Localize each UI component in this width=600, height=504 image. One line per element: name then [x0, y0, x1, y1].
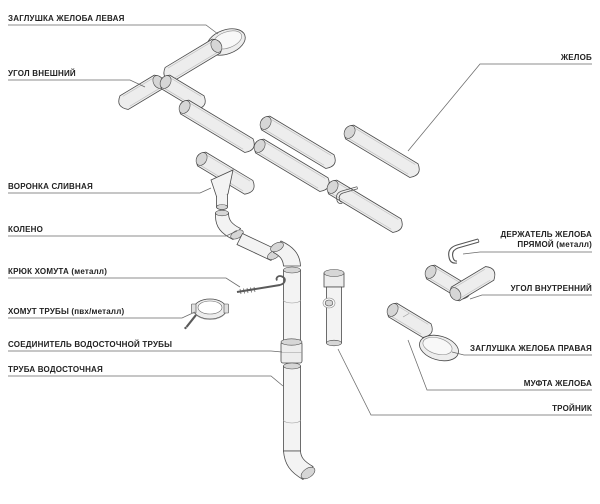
pipe-clamp-part [184, 298, 229, 330]
label-gutter-coupling: МУФТА ЖЕЛОБА [523, 379, 592, 388]
leader-gutter-coupling [407, 339, 592, 391]
label-gutter: ЖЕЛОБ [560, 53, 592, 62]
label-corner-internal: УГОЛ ВНУТРЕННИЙ [510, 284, 592, 293]
gutter-holder-part [448, 238, 480, 264]
leader-end-cap-right [451, 351, 592, 356]
leader-gutter [407, 63, 592, 152]
downpipe-upper-part [283, 266, 301, 341]
leader-lines [8, 24, 592, 416]
label-pipe-connector: СОЕДИНИТЕЛЬ ВОДОСТОЧНОЙ ТРУБЫ [8, 340, 173, 349]
leader-funnel [8, 187, 212, 194]
clamp-hook-part [236, 275, 286, 295]
leader-pipe-connector [8, 350, 283, 353]
corner-internal-part [421, 262, 499, 304]
leader-downpipe [8, 375, 284, 387]
leader-end-cap-left [8, 24, 219, 35]
label-downpipe: ТРУБА ВОДОСТОЧНАЯ [8, 365, 103, 374]
leader-gutter-holder [462, 251, 592, 255]
elbow-lower-part [270, 240, 301, 267]
leader-tee [337, 348, 592, 416]
leader-corner-external [8, 79, 146, 88]
outlet-elbow-part [283, 450, 316, 481]
leader-corner-internal [469, 294, 592, 300]
funnel-part [192, 149, 258, 210]
angled-pipe-part [236, 232, 281, 262]
label-gutter-end-cap-right: ЗАГЛУШКА ЖЕЛОБА ПРАВАЯ [470, 344, 592, 353]
label-corner-external: УГОЛ ВНЕШНИЙ [8, 69, 76, 78]
leader-clamp-hook [8, 277, 241, 288]
downpipe-lower-part [283, 362, 301, 452]
label-gutter-holder: ДЕРЖАТЕЛЬ ЖЕЛОБА ПРЯМОЙ (металл) [500, 230, 592, 249]
label-elbow: КОЛЕНО [8, 225, 44, 234]
gutter-section-part [340, 122, 423, 181]
label-tee: ТРОЙНИК [552, 404, 592, 413]
tee-part [322, 269, 345, 347]
label-funnel: ВОРОНКА СЛИВНАЯ [8, 182, 93, 191]
gutter-coupling-part [383, 300, 436, 341]
gutter-section-part [175, 97, 258, 156]
label-pipe-clamp: ХОМУТ ТРУБЫ (пвх/металл) [8, 307, 125, 316]
label-gutter-end-cap-left: ЗАГЛУШКА ЖЕЛОБА ЛЕВАЯ [8, 14, 125, 23]
label-clamp-hook: КРЮК ХОМУТА (металл) [8, 267, 108, 276]
gutter-section-part [323, 177, 406, 236]
elbow-part [215, 209, 244, 241]
leader-pipe-clamp [8, 311, 196, 319]
leader-elbow [8, 230, 238, 237]
pipe-connector-part [280, 338, 303, 364]
